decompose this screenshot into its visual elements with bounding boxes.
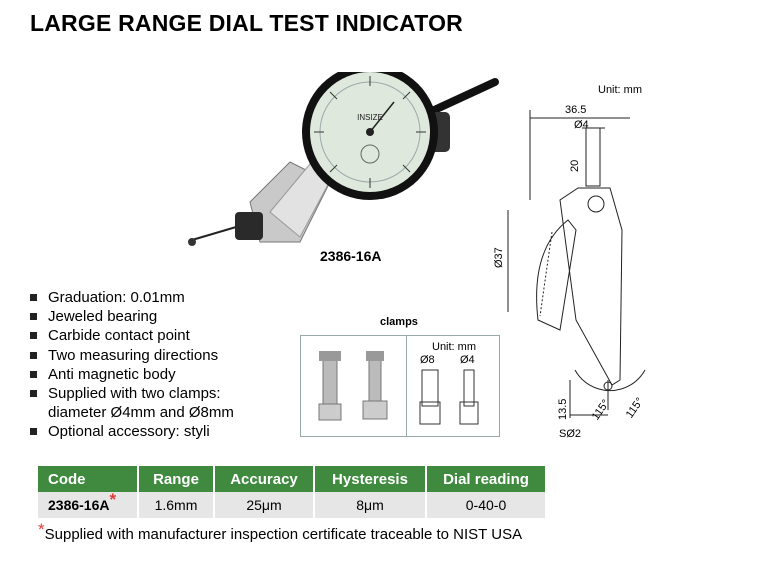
tip-length-dimension: 13.5 [557,398,569,420]
product-image: INSIZE [188,72,499,246]
cell-hysteresis: 8μm [314,492,427,518]
bullet-icon [30,370,37,378]
cell-range: 1.6mm [138,492,215,518]
bullet-icon [30,390,37,398]
asterisk-icon: * [38,520,45,539]
clamps-drawing [419,369,479,425]
header-dial-reading: Dial reading [426,466,547,492]
header-accuracy: Accuracy [214,466,315,492]
model-label: 2386-16A [320,248,382,264]
table-header-row: Code Range Accuracy Hysteresis Dial read… [38,466,547,492]
page-title: LARGE RANGE DIAL TEST INDICATOR [30,10,463,36]
cell-code: 2386-16A* [38,490,139,518]
cell-dial-reading: 0-40-0 [426,492,547,518]
clamps-panel [300,335,500,437]
ball-diameter-dimension: SØ2 [559,428,582,440]
dial-diameter-dimension: Ø37 [493,247,505,268]
clamps-unit-label: Unit: mm [432,341,476,353]
feature-item: Graduation: 0.01mm [28,288,234,307]
clamps-image [318,351,388,421]
feature-item: Two measuring directions [28,346,234,365]
feature-item: Jeweled bearing [28,307,234,326]
cell-accuracy: 25μm [214,492,315,518]
stem-length-dimension: 20 [569,159,581,172]
clamp-d4-label: Ø4 [460,354,475,366]
footnote: *Supplied with manufacturer inspection c… [38,521,523,543]
feature-item-continued: diameter Ø4mm and Ø8mm [48,404,234,422]
bullet-icon [30,313,37,321]
feature-item: Optional accessory: styli [28,422,234,441]
spec-table: Code Range Accuracy Hysteresis Dial read… [38,466,547,518]
table-row: 2386-16A* 1.6mm 25μm 8μm 0-40-0 [38,490,547,518]
clamps-title: clamps [380,316,418,328]
feature-item: Supplied with two clamps: [28,384,234,403]
width-dimension: 36.5 [565,104,587,116]
bullet-icon [30,428,37,436]
dial-brand: INSIZE [357,113,383,122]
header-hysteresis: Hysteresis [314,466,427,492]
drawing-unit-label: Unit: mm [598,84,642,96]
feature-item: Carbide contact point [28,326,234,345]
bullet-icon [30,294,37,301]
bullet-icon [30,332,37,340]
stem-diameter-dimension: Ø4 [574,119,589,131]
feature-item: Anti magnetic body [28,365,234,384]
clamps-divider [406,336,407,436]
footnote-text: Supplied with manufacturer inspection ce… [44,526,523,543]
feature-list: Graduation: 0.01mm Jeweled bearing Carbi… [28,288,234,442]
header-code: Code [38,466,139,492]
asterisk-icon: * [109,490,117,509]
technical-drawing [507,110,646,418]
header-range: Range [138,466,215,492]
bullet-icon [30,351,37,359]
clamp-d8-label: Ø8 [420,354,435,366]
